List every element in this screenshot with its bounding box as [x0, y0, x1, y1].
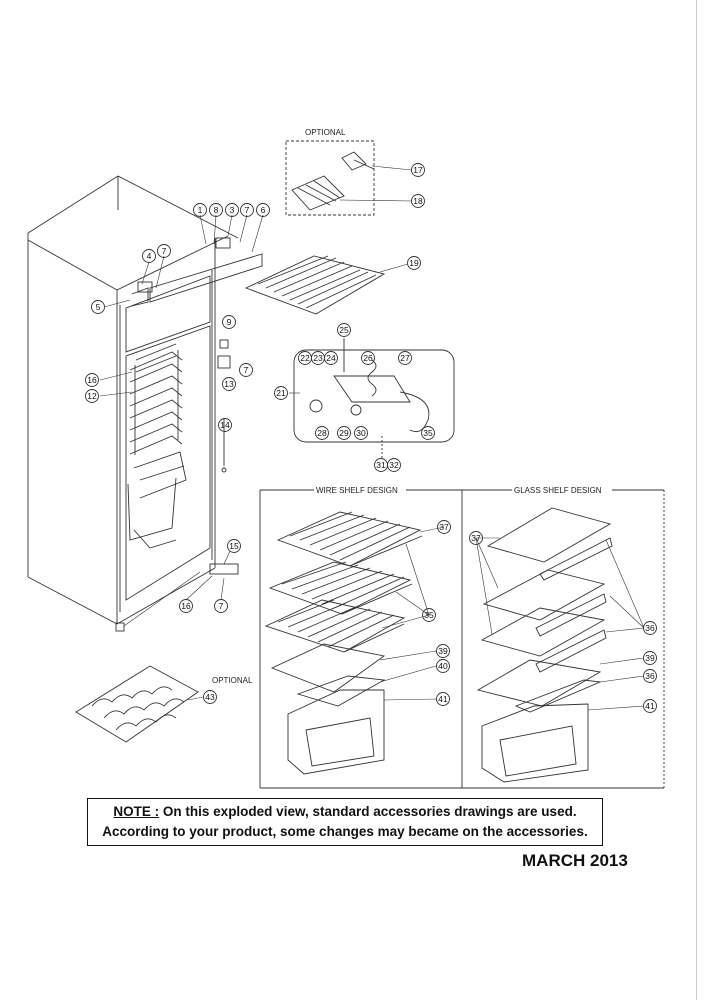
- callout-37: 37: [471, 533, 481, 543]
- callout-39: 39: [438, 646, 448, 656]
- callout-6: 6: [261, 205, 266, 215]
- refrigerator-cabinet: [27, 175, 263, 632]
- note-line-1-text: On this exploded view, standard accessor…: [159, 804, 577, 819]
- callout-35: 35: [423, 428, 433, 438]
- callout-3: 3: [230, 205, 235, 215]
- wire-shelf-2: [268, 561, 413, 615]
- callout-35: 35: [424, 610, 434, 620]
- callout-circles: [85, 163, 657, 713]
- note-keyword: NOTE :: [113, 804, 160, 819]
- revision-date: MARCH 2013: [522, 851, 628, 870]
- callout-12: 12: [87, 391, 97, 401]
- top-cover: [149, 253, 263, 303]
- callout-25: 25: [339, 325, 349, 335]
- callout-39: 39: [645, 653, 655, 663]
- callout-8: 8: [214, 205, 219, 215]
- callout-7: 7: [162, 246, 167, 256]
- callout-31: 31: [376, 460, 386, 470]
- callout-7: 7: [219, 601, 224, 611]
- note-box: NOTE : On this exploded view, standard a…: [87, 798, 603, 846]
- callout-27: 27: [400, 353, 410, 363]
- callout-26: 26: [363, 353, 373, 363]
- wire-crisper-glass: [270, 643, 386, 693]
- callout-19: 19: [409, 258, 419, 268]
- callout-36: 36: [645, 623, 655, 633]
- callout-17: 17: [413, 165, 423, 175]
- callout-36: 36: [645, 671, 655, 681]
- glass-shelf-design-label: GLASS SHELF DESIGN: [514, 486, 602, 495]
- leader-lines: [99, 165, 645, 711]
- callout-1: 1: [198, 205, 203, 215]
- wire-shelf-design-label: WIRE SHELF DESIGN: [316, 486, 398, 495]
- thermostat-assembly: [293, 338, 455, 458]
- note-line-2: According to your product, some changes …: [102, 824, 588, 839]
- callout-7: 7: [245, 205, 250, 215]
- note-line-1: NOTE : On this exploded view, standard a…: [88, 802, 602, 822]
- optional-wine-rack: [75, 665, 199, 743]
- glass-shelf-design-section: [476, 507, 613, 783]
- callout-40: 40: [438, 661, 448, 671]
- scan-edge-line: [696, 0, 697, 1000]
- callout-30: 30: [356, 428, 366, 438]
- callout-32: 32: [389, 460, 399, 470]
- callout-41: 41: [645, 701, 655, 711]
- callout-41: 41: [438, 694, 448, 704]
- glass-shelf-2: [482, 569, 606, 621]
- callout-18: 18: [413, 196, 423, 206]
- callout-16: 16: [87, 375, 97, 385]
- wire-shelf-1: [276, 511, 423, 567]
- callout-4: 4: [147, 251, 152, 261]
- glass-shelf-3: [480, 607, 606, 657]
- wire-shelf-3: [264, 599, 406, 653]
- callout-24: 24: [326, 353, 336, 363]
- callout-21: 21: [276, 388, 286, 398]
- callout-13: 13: [224, 379, 234, 389]
- wire-crisper-drawer: [287, 689, 385, 775]
- wire-crisper-cover: [296, 675, 386, 707]
- glass-crisper-glass: [476, 659, 602, 707]
- callout-23: 23: [313, 353, 323, 363]
- optional-label-top: OPTIONAL: [305, 128, 346, 137]
- glass-crisper-drawer: [481, 703, 589, 783]
- wire-shelf-design-section: [259, 489, 665, 789]
- optional-icetray-box: [285, 140, 375, 216]
- optional-label-bottom: OPTIONAL: [212, 676, 253, 685]
- callout-29: 29: [339, 428, 349, 438]
- glass-shelf-1: [486, 507, 612, 563]
- callout-5: 5: [96, 302, 101, 312]
- fridge-shelf-rails: [129, 343, 183, 455]
- callout-22: 22: [300, 353, 310, 363]
- callout-16: 16: [181, 601, 191, 611]
- freezer-wire-shelf: [244, 255, 386, 315]
- callout-14: 14: [220, 420, 230, 430]
- callout-15: 15: [229, 541, 239, 551]
- callout-7: 7: [244, 365, 249, 375]
- callout-9: 9: [227, 317, 232, 327]
- callout-37: 37: [439, 522, 449, 532]
- callout-43: 43: [205, 692, 215, 702]
- callout-28: 28: [317, 428, 327, 438]
- callout-numbers: 1 8 3 7 6 4 7 5 17 18 19 9 7 13 16 12 25…: [87, 165, 655, 711]
